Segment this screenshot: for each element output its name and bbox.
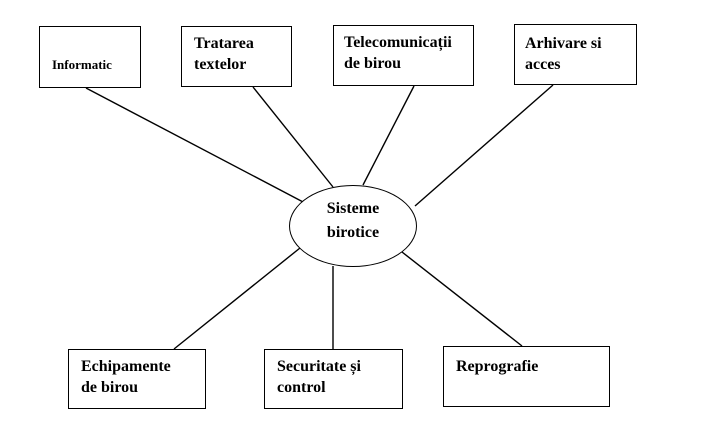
hub-sisteme-birotice: Sisteme birotice: [289, 185, 417, 267]
node-echipamente: Echipamente de birou: [68, 349, 206, 409]
node-securitate-label-line1: Securitate și: [277, 358, 361, 375]
node-securitate: Securitate și control: [264, 349, 403, 409]
node-telecom-label-line2: de birou: [344, 55, 402, 72]
node-tratarea-textelor: Tratarea textelor: [181, 26, 292, 87]
node-telecom-label-line1: Telecomunicații: [344, 34, 452, 51]
hub-label-line1: Sisteme: [326, 200, 380, 217]
node-arhivare-label-line1: Arhivare si: [525, 35, 602, 52]
connector-arhivare: [414, 84, 554, 207]
node-informatic-label: Informatic: [52, 57, 112, 72]
node-telecomunicatii: Telecomunicații de birou: [333, 25, 474, 86]
connector-informatic: [85, 87, 306, 204]
node-informatic: Informatic: [39, 26, 141, 88]
connector-telecom: [362, 85, 415, 186]
node-tratarea-label-line1: Tratarea: [194, 35, 254, 52]
node-arhivare-label-line2: acces: [525, 56, 561, 73]
node-securitate-label-line2: control: [277, 379, 326, 396]
node-echipamente-label-line2: de birou: [81, 379, 139, 396]
node-reprografie-label: Reprografie: [456, 358, 539, 375]
node-echipamente-label-line1: Echipamente: [81, 358, 171, 375]
node-arhivare-acces: Arhivare si acces: [514, 24, 637, 85]
node-reprografie: Reprografie: [443, 346, 610, 407]
connector-echipamente: [173, 247, 301, 350]
hub-label-line2: birotice: [326, 224, 380, 241]
connector-reprografie: [401, 251, 523, 347]
node-tratarea-label-line2: textelor: [194, 56, 247, 73]
connector-tratarea: [252, 86, 334, 188]
